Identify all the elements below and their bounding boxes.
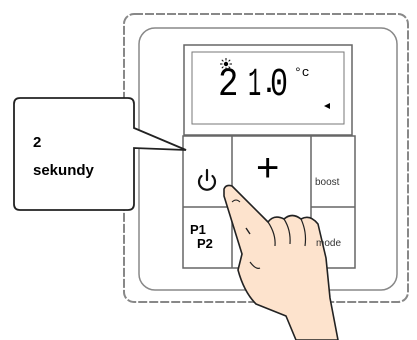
lcd-decimal-point: . <box>260 68 279 102</box>
pointing-hand <box>223 184 339 340</box>
boost-button[interactable] <box>312 137 355 207</box>
lcd-frame <box>183 44 353 136</box>
mode-label: mode <box>316 238 342 249</box>
callout-bubble <box>13 97 187 211</box>
lcd-unit: °c <box>294 65 310 80</box>
program-label-1: P1 <box>190 222 206 237</box>
boost-label: boost <box>315 177 340 188</box>
sun-icon <box>220 58 232 70</box>
plus-label: + <box>256 146 280 190</box>
lcd-screen <box>191 51 345 125</box>
lcd-digit-tenths: 0 <box>270 63 289 108</box>
program-label-2: P2 <box>197 236 213 251</box>
callout-line-2: sekundy <box>33 162 94 179</box>
lcd-digit-tens: 2 <box>218 63 239 108</box>
power-icon <box>197 168 217 191</box>
callout-line-1: 2 <box>33 134 42 151</box>
power-button[interactable] <box>184 137 232 207</box>
lcd-digit-ones: 1 <box>248 63 262 108</box>
left-pointer-icon <box>324 103 330 109</box>
